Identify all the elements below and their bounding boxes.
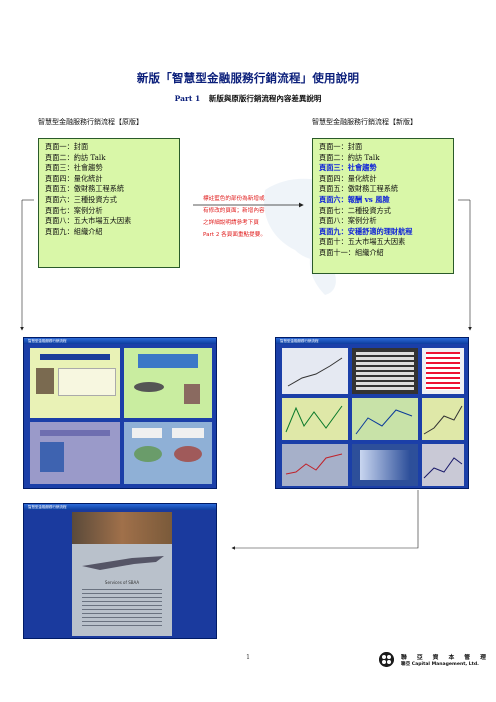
company-logo-icon	[379, 652, 394, 667]
change-note: 標註藍色的部份為新增或有修改的頁面；新增內容之詳細說明請參考下頁 Part 2 各…	[203, 193, 311, 241]
slide-thumb-2	[124, 348, 212, 418]
window-title: 智慧型金融服務行銷流程	[24, 504, 216, 510]
table-thumb	[352, 348, 418, 394]
company-name-en: 聯亞 Capital Management, Ltd.	[401, 662, 479, 667]
new-flow-item-highlighted: 頁面三：社會趨勢	[319, 163, 377, 173]
company-name-zh: 聯 亞 資 本 管 理	[401, 655, 490, 661]
organization-screenshot: 智慧型金融服務行銷流程 Services of SBAA	[23, 503, 217, 639]
note-line: 標註藍色的部份為新增或	[203, 196, 265, 202]
original-flow-item: 頁面一：封面	[45, 142, 89, 151]
subtitle-text: 新版與原版行銷流程內容差異說明	[208, 94, 322, 103]
new-flow-item: 頁面十一：組織介紹	[319, 247, 384, 257]
slide-caption: Services of SBAA	[104, 580, 140, 585]
original-flow-item: 頁面七：案例分析	[45, 205, 103, 215]
new-flow-item: 頁面七：二種投資方式	[319, 205, 391, 215]
original-flow-item: 頁面五：傲財務工程系統	[45, 184, 125, 194]
new-flow-item: 頁面一：封面	[319, 142, 363, 151]
slide-thumb-4	[124, 422, 212, 484]
page-subtitle: Part 1 新版與原版行銷流程內容差異說明	[0, 93, 496, 104]
new-flow-item: 頁面八：案例分析	[319, 216, 377, 226]
chart-thumb-3	[352, 398, 418, 440]
organization-slide: Services of SBAA	[72, 512, 172, 636]
chart-thumb-4	[422, 398, 464, 440]
note-line: 之詳細說明請參考下頁	[203, 220, 259, 226]
original-flow-item: 頁面六：三種投資方式	[45, 194, 117, 204]
data-thumb	[422, 348, 464, 394]
original-flow-item: 頁面三：社會趨勢	[45, 163, 103, 173]
new-flow-item: 頁面二：約訪 Talk	[319, 152, 380, 162]
new-presentation-screenshot: 智慧型金融服務行銷流程	[275, 337, 469, 489]
page-number: 1	[246, 654, 250, 661]
original-heading: 智慧型金融服務行銷流程【原版】	[38, 118, 143, 126]
window-title: 智慧型金融服務行銷流程	[24, 338, 216, 344]
window-title: 智慧型金融服務行銷流程	[276, 338, 468, 344]
new-flow-item: 頁面五：傲財務工程系統	[319, 184, 399, 194]
original-flow-item: 頁面八：五大市場五大因素	[45, 216, 132, 226]
new-flow-item-highlighted: 頁面六：報酬 vs 風險	[319, 194, 390, 204]
page-title: 新版「智慧型金融服務行銷流程」使用說明	[136, 71, 360, 85]
chart-thumb-1	[282, 348, 348, 394]
new-flow-item: 頁面四：量化統計	[319, 173, 377, 183]
chart-thumb-6	[352, 444, 418, 486]
chart-thumb-2	[282, 398, 348, 440]
chart-thumb-5	[282, 444, 348, 486]
new-heading: 智慧型金融服務行銷流程【新版】	[312, 118, 417, 126]
new-flow-item: 頁面十：五大市場五大因素	[319, 237, 406, 247]
new-flow-item-highlighted: 頁面九：安穩舒適的理財航程	[319, 226, 413, 236]
slide-thumb-1	[30, 348, 120, 418]
original-flow-item: 頁面四：量化統計	[45, 173, 103, 183]
note-line: 有修改的頁面；新增內容	[203, 208, 265, 214]
original-flow-item: 頁面九：組織介紹	[45, 226, 103, 236]
part-label: Part 1	[174, 94, 201, 103]
original-presentation-screenshot: 智慧型金融服務行銷流程	[23, 337, 217, 489]
chart-thumb-7	[422, 444, 464, 486]
original-flow-item: 頁面二：約訪 Talk	[45, 152, 106, 162]
note-line: Part 2 各頁面重點提要。	[203, 232, 266, 238]
slide-thumb-3	[30, 422, 120, 484]
